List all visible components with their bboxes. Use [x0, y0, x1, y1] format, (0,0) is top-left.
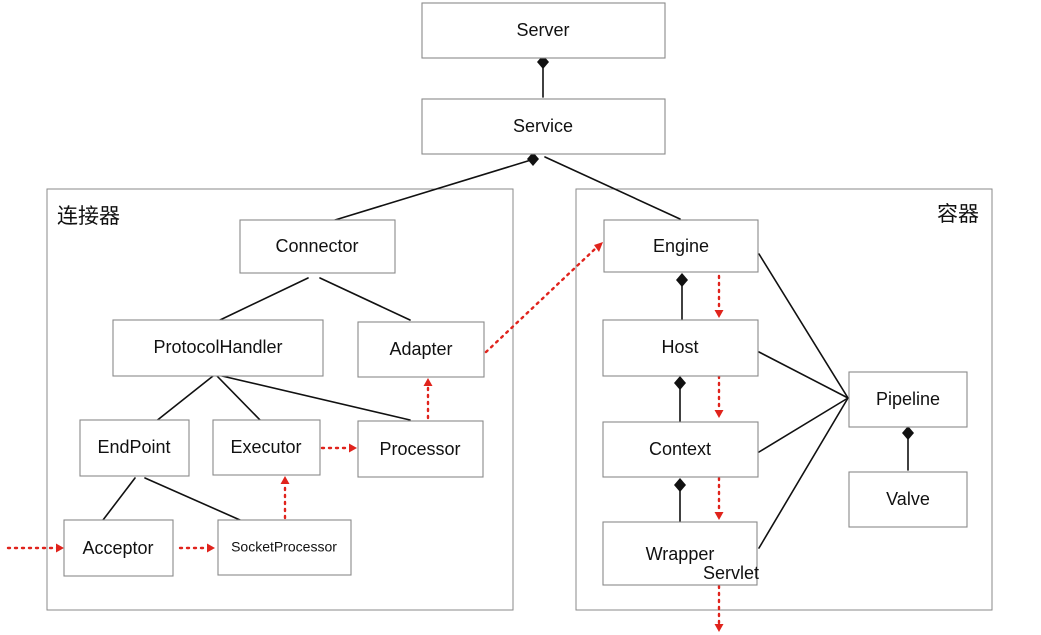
connector-label: Connector	[275, 236, 358, 256]
connector-box: Connector	[239, 219, 396, 274]
arrowhead-acceptor	[56, 543, 64, 553]
arrowhead-engine	[594, 242, 603, 252]
edge-endpoint-socketprocessor	[144, 477, 241, 521]
service-label: Service	[513, 116, 573, 136]
arrowhead-processor	[349, 443, 357, 453]
arrowhead-adapter	[423, 378, 433, 386]
service-box: Service	[421, 98, 666, 155]
socketprocessor-box: SocketProcessor	[217, 519, 352, 576]
edge-context-pipeline	[758, 397, 849, 453]
context-label: Context	[649, 439, 711, 459]
edge-engine-pipeline	[758, 253, 849, 399]
edge-connector-adapter	[319, 277, 411, 321]
edge-protocolhandler-endpoint	[154, 375, 214, 423]
diamond-pipeline	[902, 426, 914, 440]
host-label: Host	[661, 337, 698, 357]
wrapper-servlet-label: Servlet	[703, 563, 759, 583]
edge-wrapper-pipeline	[758, 397, 849, 549]
arrowhead-host	[714, 310, 724, 318]
diamond-context	[674, 478, 686, 492]
engine-box: Engine	[603, 219, 759, 273]
valve-label: Valve	[886, 489, 930, 509]
wrapper-box: Wrapper Servlet	[602, 521, 759, 586]
acceptor-label: Acceptor	[82, 538, 153, 558]
engine-label: Engine	[653, 236, 709, 256]
arrowhead-executor	[280, 476, 290, 484]
connector-group-title: 连接器	[57, 204, 120, 228]
edge-protocolhandler-executor	[216, 375, 263, 423]
host-box: Host	[602, 319, 759, 377]
protocolhandler-box: ProtocolHandler	[112, 319, 324, 377]
acceptor-box: Acceptor	[63, 519, 174, 577]
pipeline-box: Pipeline	[848, 371, 968, 428]
server-label: Server	[516, 20, 569, 40]
endpoint-label: EndPoint	[97, 437, 170, 457]
edge-endpoint-acceptor	[102, 477, 136, 521]
executor-box: Executor	[212, 419, 321, 476]
executor-label: Executor	[230, 437, 301, 457]
container-group-title: 容器	[937, 202, 979, 226]
edge-service-connector	[334, 159, 532, 221]
diamond-engine	[676, 273, 688, 287]
endpoint-box: EndPoint	[79, 419, 190, 477]
flow-adapter-engine	[484, 246, 598, 354]
diamond-host	[674, 376, 686, 390]
edge-protocolhandler-processor	[221, 375, 411, 421]
arrowhead-out	[714, 624, 724, 632]
processor-label: Processor	[379, 439, 460, 459]
arrowhead-socketprocessor	[207, 543, 215, 553]
processor-box: Processor	[357, 420, 484, 478]
request-flow	[6, 242, 724, 632]
context-box: Context	[602, 421, 759, 478]
connector-group-frame	[46, 188, 514, 611]
diamond-service	[527, 152, 539, 166]
arrowhead-context	[714, 410, 724, 418]
adapter-box: Adapter	[357, 321, 485, 378]
edge-service-engine	[544, 156, 681, 220]
adapter-label: Adapter	[389, 339, 452, 359]
arrowhead-wrapper	[714, 512, 724, 520]
composition-edges	[102, 61, 909, 549]
pipeline-label: Pipeline	[876, 389, 940, 409]
container-group-frame	[575, 188, 993, 611]
wrapper-label: Wrapper	[646, 544, 715, 564]
edge-host-pipeline	[758, 351, 849, 399]
valve-box: Valve	[848, 471, 968, 528]
protocolhandler-label: ProtocolHandler	[153, 337, 282, 357]
server-box: Server	[421, 2, 666, 59]
edge-connector-protocolhandler	[219, 277, 309, 321]
socketprocessor-label: SocketProcessor	[231, 539, 337, 555]
